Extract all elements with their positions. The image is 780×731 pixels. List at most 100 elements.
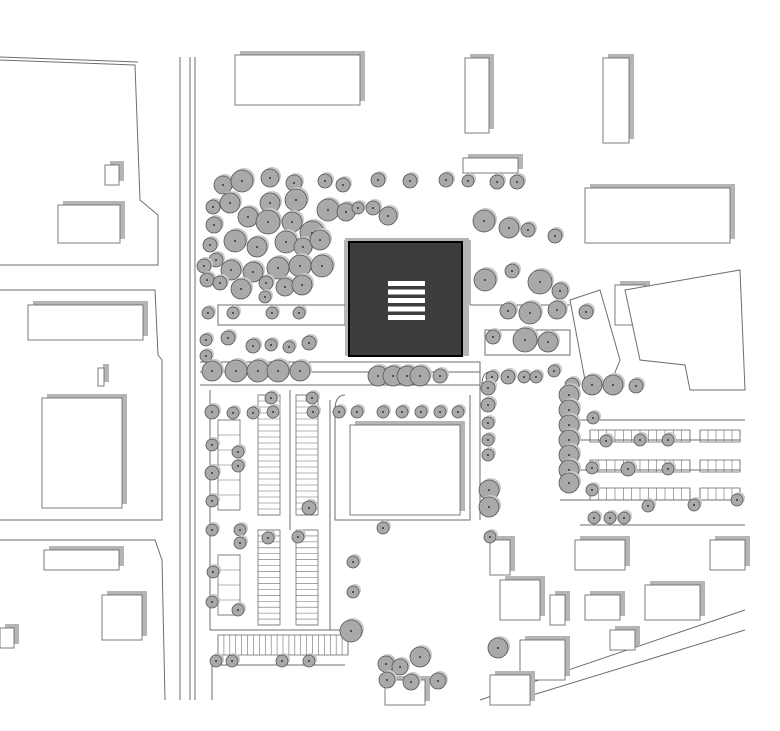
tree-trunk-dot: [439, 411, 441, 413]
tree-trunk-dot: [230, 269, 232, 271]
tree-trunk-dot: [568, 469, 570, 471]
tree-trunk-dot: [483, 220, 485, 222]
tree-trunk-dot: [693, 504, 695, 506]
tree-trunk-dot: [591, 467, 593, 469]
tree-trunk-dot: [392, 375, 394, 377]
tree-trunk-dot: [338, 411, 340, 413]
tree-trunk-dot: [207, 312, 209, 314]
tree-trunk-dot: [585, 311, 587, 313]
tree-trunk-dot: [559, 290, 561, 292]
tree-trunk-dot: [342, 184, 344, 186]
parcel-line: [0, 289, 163, 521]
tree-trunk-dot: [267, 537, 269, 539]
tree-trunk-dot: [209, 244, 211, 246]
tree-trunk-dot: [568, 439, 570, 441]
building: [234, 54, 361, 106]
tree-trunk-dot: [247, 216, 249, 218]
parcel-line: [0, 56, 139, 63]
building: [644, 584, 701, 621]
tree-trunk-dot: [420, 411, 422, 413]
tree-trunk-dot: [205, 339, 207, 341]
tree-trunk-dot: [312, 411, 314, 413]
tree-trunk-dot: [667, 468, 669, 470]
tree-trunk-dot: [352, 591, 354, 593]
tree-trunk-dot: [487, 422, 489, 424]
tree-trunk-dot: [612, 384, 614, 386]
tree-trunk-dot: [382, 411, 384, 413]
tree-trunk-dot: [439, 375, 441, 377]
tree-trunk-dot: [239, 542, 241, 544]
tree-trunk-dot: [467, 180, 469, 182]
tree-trunk-dot: [487, 454, 489, 456]
tree-trunk-dot: [211, 444, 213, 446]
tree-trunk-dot: [211, 529, 213, 531]
tree-trunk-dot: [496, 181, 498, 183]
parking-area: [217, 554, 241, 616]
tree-trunk-dot: [487, 404, 489, 406]
tree-trunk-dot: [372, 207, 374, 209]
tree-trunk-dot: [419, 375, 421, 377]
tree-trunk-dot: [507, 310, 509, 312]
building: [97, 367, 105, 387]
tree-trunk-dot: [284, 286, 286, 288]
tree-trunk-dot: [270, 344, 272, 346]
tree-trunk-dot: [539, 281, 541, 283]
tree-trunk-dot: [527, 229, 529, 231]
road-line: [200, 361, 481, 373]
tree-trunk-dot: [568, 394, 570, 396]
building: [0, 627, 15, 649]
building: [489, 674, 531, 706]
tree-trunk-dot: [302, 246, 304, 248]
building: [609, 629, 636, 651]
tree-trunk-dot: [639, 439, 641, 441]
tree-trunk-dot: [409, 180, 411, 182]
trees: [196, 167, 745, 691]
tree-trunk-dot: [547, 341, 549, 343]
building: [27, 304, 144, 341]
main-building: [345, 238, 469, 357]
tree-trunk-dot: [387, 215, 389, 217]
tree-trunk-dot: [277, 267, 279, 269]
tree-trunk-dot: [386, 679, 388, 681]
tree-trunk-dot: [234, 240, 236, 242]
tree-trunk-dot: [593, 517, 595, 519]
building: [499, 579, 541, 621]
tree-trunk-dot: [311, 397, 313, 399]
tree-trunk-dot: [523, 376, 525, 378]
tree-trunk-dot: [270, 397, 272, 399]
tree-trunk-dot: [524, 339, 526, 341]
tree-trunk-dot: [211, 411, 213, 413]
tree-trunk-dot: [377, 179, 379, 181]
tree-trunk-dot: [350, 630, 352, 632]
tree-trunk-dot: [281, 660, 283, 662]
tree-trunk-dot: [213, 224, 215, 226]
tree-trunk-dot: [382, 527, 384, 529]
tree-trunk-dot: [591, 489, 593, 491]
tree-trunk-dot: [232, 312, 234, 314]
building: [574, 539, 626, 571]
tree-trunk-dot: [357, 207, 359, 209]
tree-trunk-dot: [437, 680, 439, 682]
building: [349, 424, 461, 516]
parking-area: [295, 529, 319, 626]
tree-trunk-dot: [212, 571, 214, 573]
tree-trunk-dot: [635, 385, 637, 387]
building: [549, 594, 566, 626]
tree-trunk-dot: [271, 312, 273, 314]
tree-trunk-dot: [592, 417, 594, 419]
roads: [200, 240, 746, 706]
tree-trunk-dot: [308, 507, 310, 509]
tree-trunk-dot: [299, 265, 301, 267]
tree-trunk-dot: [324, 180, 326, 182]
tree-trunk-dot: [410, 681, 412, 683]
tree-trunk-dot: [269, 177, 271, 179]
symbol-stripe: [388, 306, 425, 312]
tree-trunk-dot: [605, 440, 607, 442]
building: [569, 289, 621, 386]
building: [462, 157, 519, 174]
tree-trunk-dot: [554, 235, 556, 237]
tree-trunk-dot: [568, 409, 570, 411]
building-shadow: [103, 364, 109, 382]
building: [464, 57, 490, 134]
